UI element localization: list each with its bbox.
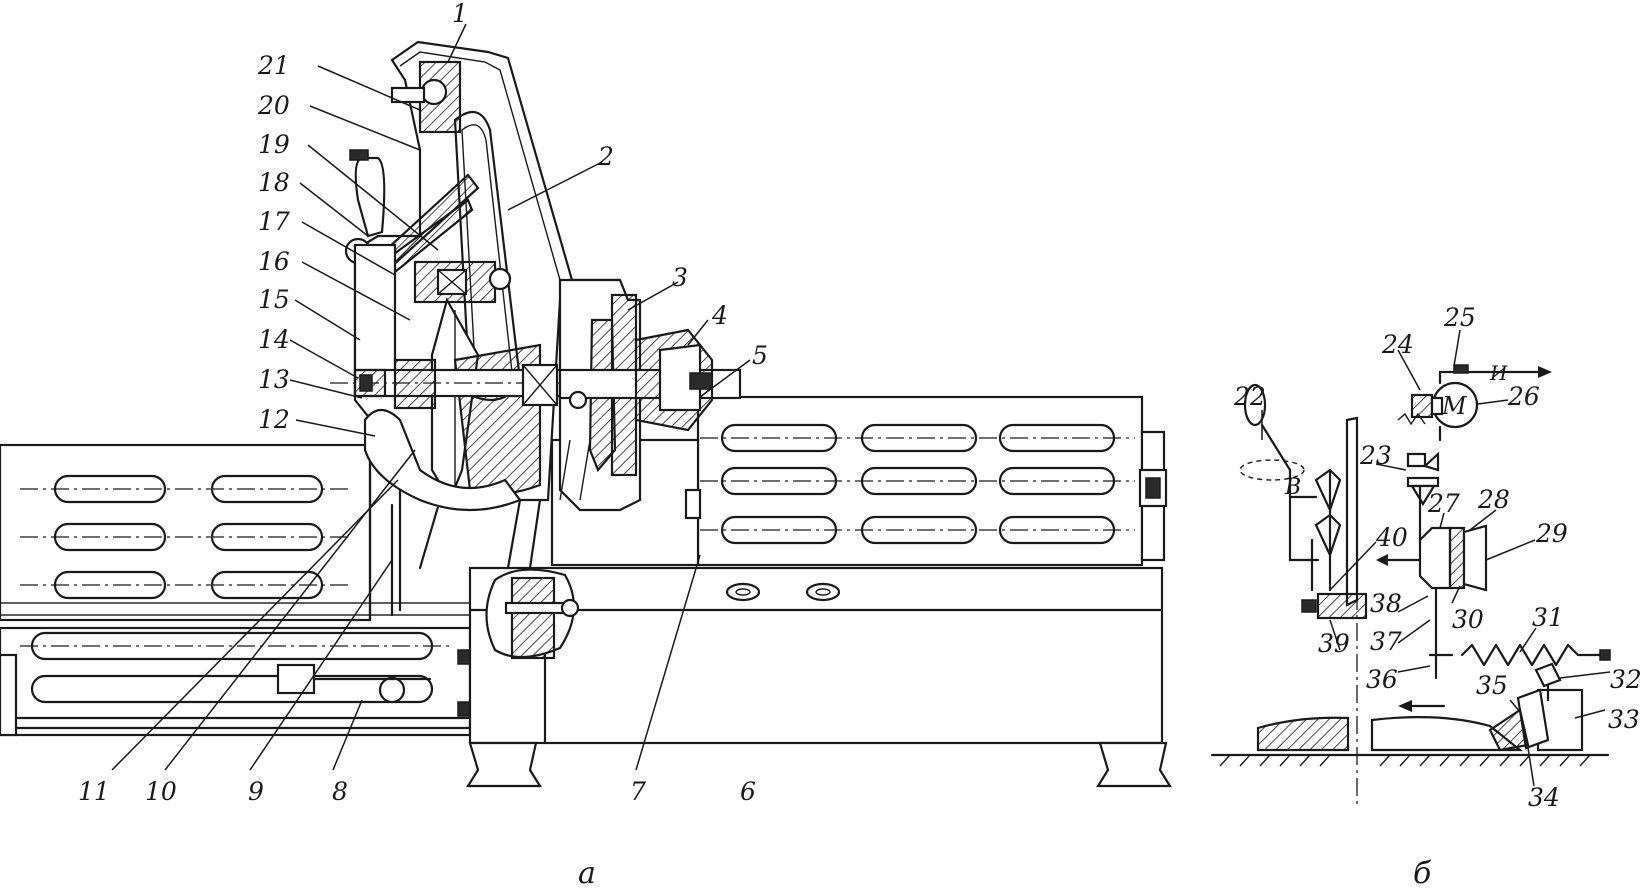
machine-bed	[466, 566, 1172, 788]
label-26: 26	[1507, 382, 1540, 411]
caption-a: а	[578, 856, 596, 891]
head-28	[1418, 526, 1452, 590]
label-24: 24	[1381, 330, 1414, 359]
label-36: 36	[1366, 665, 1398, 694]
label-2: 2	[597, 142, 614, 171]
label-40: 40	[1375, 523, 1408, 552]
label-33: 33	[1608, 705, 1640, 734]
view-b: M И	[1210, 303, 1642, 891]
label-32: 32	[1610, 665, 1642, 694]
workpiece-left	[1256, 716, 1350, 752]
label-38: 38	[1370, 589, 1402, 618]
label-3: 3	[672, 263, 688, 292]
label-1: 1	[452, 0, 468, 28]
label-12: 12	[258, 405, 290, 434]
label-29: 29	[1535, 519, 1568, 548]
label-31: 31	[1532, 603, 1564, 632]
label-17: 17	[258, 207, 290, 236]
label-16: 16	[258, 247, 290, 276]
svg-text:И: И	[1489, 361, 1508, 385]
label-15: 15	[258, 285, 290, 314]
label-21: 21	[257, 51, 290, 80]
label-23: 23	[1359, 441, 1392, 470]
label-37: 37	[1370, 627, 1402, 656]
view-a: 1 2 3 4 5 6 7 8 9 10 11 12 13 14 15 16 1…	[0, 0, 1172, 891]
saw-housing	[330, 40, 660, 512]
label-28: 28	[1477, 485, 1510, 514]
label-22: 22	[1233, 382, 1266, 411]
label-11: 11	[78, 777, 110, 806]
label-39: 39	[1318, 629, 1350, 658]
ground-hatch	[1219, 754, 1591, 767]
clutch-assembly	[558, 278, 742, 512]
label-30: 30	[1452, 605, 1484, 634]
label-34: 34	[1528, 783, 1560, 812]
label-25: 25	[1443, 303, 1476, 332]
label-5: 5	[752, 341, 768, 370]
label-27: 27	[1427, 489, 1460, 518]
label-point-b: В	[1284, 475, 1301, 500]
caption-b: б	[1413, 856, 1432, 891]
workpiece-right	[1370, 715, 1524, 752]
leader-lines-a	[111, 23, 751, 771]
infeed-enclosure	[0, 443, 471, 622]
clamp-39	[1316, 592, 1368, 620]
label-13: 13	[258, 365, 290, 394]
label-8: 8	[332, 777, 348, 806]
label-4: 4	[711, 301, 728, 330]
callouts-b: 22 23 24 25 26 27 28 29 30 31 32 33 34 3…	[1233, 303, 1642, 891]
label-14: 14	[258, 325, 290, 354]
label-9: 9	[248, 777, 264, 806]
label-35: 35	[1476, 671, 1508, 700]
label-6: 6	[740, 777, 756, 806]
label-7: 7	[630, 777, 646, 806]
label-19: 19	[258, 130, 290, 159]
label-10: 10	[145, 777, 177, 806]
motor-letter: M	[1441, 392, 1468, 420]
label-18: 18	[258, 168, 290, 197]
callouts-a: 1 2 3 4 5 6 7 8 9 10 11 12 13 14 15 16 1…	[78, 0, 768, 891]
label-20: 20	[257, 91, 290, 120]
